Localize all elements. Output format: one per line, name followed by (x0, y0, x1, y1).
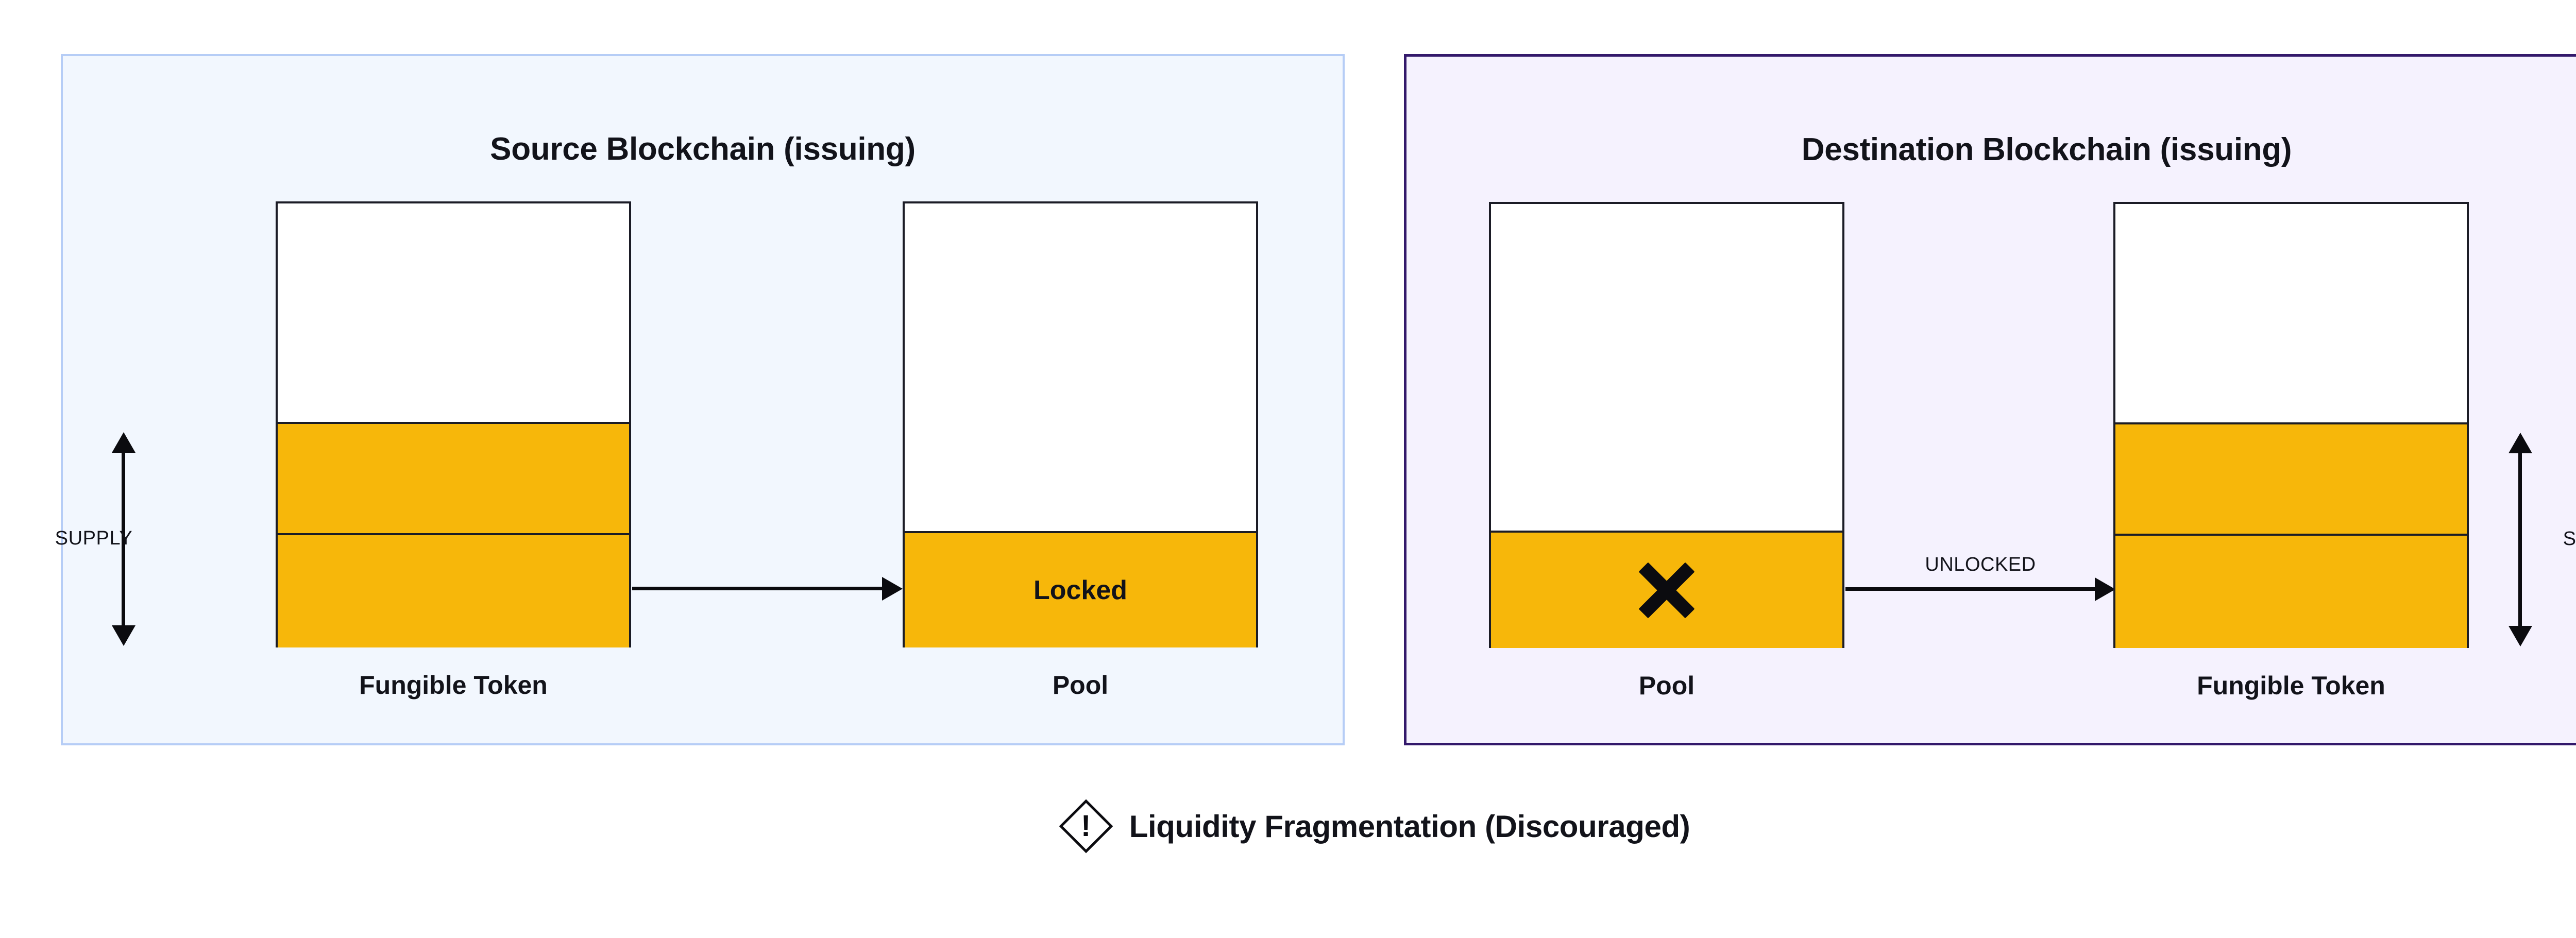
arrow-shaft (632, 587, 887, 590)
source-supply-label: SUPPLY (55, 527, 133, 549)
footer-caption: Liquidity Fragmentation (Discouraged) (1129, 809, 1690, 844)
source-fungible-token-caption: Fungible Token (359, 671, 548, 700)
destination-fungible-token-caption: Fungible Token (2197, 671, 2385, 700)
destination-fungible-token-bar (2113, 202, 2469, 648)
source-supply-arrow (111, 432, 137, 646)
warning-diamond-icon: ! (1059, 796, 1113, 857)
destination-token-segment-lower (2115, 534, 2467, 648)
panel-destination-title: Destination Blockchain (issuing) (1801, 132, 2292, 167)
unlocked-label: UNLOCKED (1925, 554, 2036, 575)
source-pool-segment-locked: Locked (905, 531, 1256, 647)
arrow-shaft (2518, 448, 2522, 631)
source-pool-bar: Locked (903, 201, 1258, 647)
panel-source-title: Source Blockchain (issuing) (490, 131, 916, 167)
cross-x-icon (1638, 562, 1695, 619)
footer-note: ! Liquidity Fragmentation (Discouraged) (0, 796, 2576, 857)
arrow-shaft (122, 448, 125, 630)
arrow-head-down-icon (2509, 626, 2532, 646)
destination-supply-arrow (2507, 433, 2533, 646)
destination-supply-label: SUPPLY (2563, 528, 2576, 550)
source-pool-caption: Pool (1052, 671, 1109, 700)
arrow-head-right-icon (2095, 577, 2115, 601)
destination-unlock-arrow: UNLOCKED (1845, 554, 2115, 601)
source-token-segment-upper (278, 422, 629, 533)
source-pool-locked-label: Locked (1033, 575, 1128, 605)
arrow-shaft (1845, 587, 2100, 591)
panel-source-blockchain: Source Blockchain (issuing) SUPPLY Fungi… (55, 54, 1345, 745)
source-fungible-token-bar (276, 201, 631, 647)
destination-pool-segment-blocked (1491, 531, 1842, 648)
source-token-segment-lower (278, 533, 629, 647)
source-lock-arrow (632, 577, 903, 601)
destination-pool-caption: Pool (1638, 671, 1695, 700)
destination-pool-bar (1489, 202, 1844, 648)
arrow-head-right-icon (882, 577, 903, 601)
exclamation-mark: ! (1081, 809, 1091, 843)
panel-destination-blockchain: Destination Blockchain (issuing) Pool UN… (1404, 54, 2576, 745)
destination-token-segment-upper (2115, 422, 2467, 534)
arrow-head-down-icon (112, 625, 135, 646)
